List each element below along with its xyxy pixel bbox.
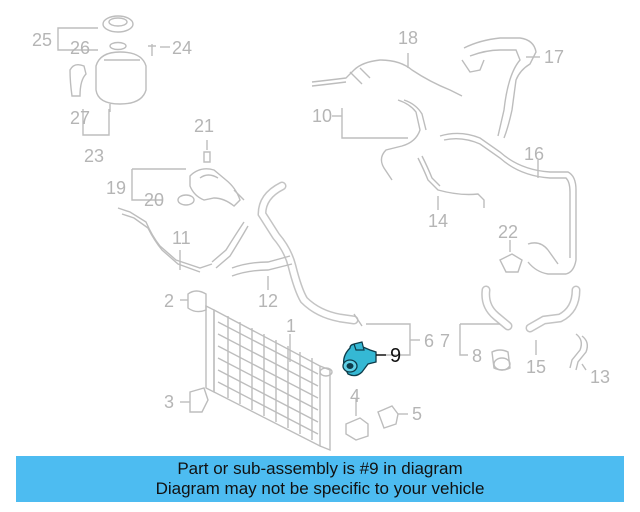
upper-hoses-group <box>311 53 463 181</box>
callout-25: 25 <box>32 30 52 50</box>
banner-line-2: Diagram may not be specific to your vehi… <box>155 479 485 498</box>
callout-13: 13 <box>590 367 610 387</box>
expansion-tank-group <box>57 15 170 136</box>
info-banner: Part or sub-assembly is #9 in diagram Di… <box>16 456 624 502</box>
callout-labels: 25 26 24 27 23 18 17 10 21 16 19 20 14 2… <box>32 28 610 424</box>
radiator <box>205 304 333 452</box>
callout-22: 22 <box>498 222 518 242</box>
callout-6: 6 <box>424 331 434 351</box>
callout-9: 9 <box>390 345 401 367</box>
callout-16: 16 <box>524 144 544 164</box>
hose-12 <box>231 181 363 327</box>
thermostat-group <box>131 140 245 207</box>
pipe-11 <box>117 207 249 273</box>
callout-7: 7 <box>440 331 450 351</box>
callout-10: 10 <box>312 106 332 126</box>
pipe-16 <box>439 132 577 275</box>
fitting-22 <box>499 240 559 273</box>
callout-21: 21 <box>194 116 214 136</box>
lower-right-hoses <box>366 285 589 371</box>
small-parts-group <box>180 290 408 441</box>
callout-4: 4 <box>350 386 360 406</box>
callout-12: 12 <box>258 291 278 311</box>
callout-18: 18 <box>398 28 418 48</box>
callout-14: 14 <box>428 211 448 231</box>
callout-5: 5 <box>412 404 422 424</box>
callout-26: 26 <box>70 38 90 58</box>
callout-2: 2 <box>164 291 174 311</box>
callout-1: 1 <box>286 316 296 336</box>
part-9-highlighted[interactable] <box>342 341 386 377</box>
callout-17: 17 <box>544 47 564 67</box>
callout-23: 23 <box>84 146 104 166</box>
callout-24: 24 <box>172 38 192 58</box>
banner-line-1: Part or sub-assembly is #9 in diagram <box>177 459 463 478</box>
callout-8: 8 <box>472 346 482 366</box>
callout-20: 20 <box>144 190 164 210</box>
callout-3: 3 <box>164 392 174 412</box>
parts-diagram: 25 26 24 27 23 18 17 10 21 16 19 20 14 2… <box>32 15 610 452</box>
callout-27: 27 <box>70 108 90 128</box>
callout-11: 11 <box>172 228 191 248</box>
hose-17 <box>461 37 540 139</box>
callout-19: 19 <box>106 178 126 198</box>
callout-15: 15 <box>526 357 546 377</box>
hose-14 <box>417 155 485 210</box>
